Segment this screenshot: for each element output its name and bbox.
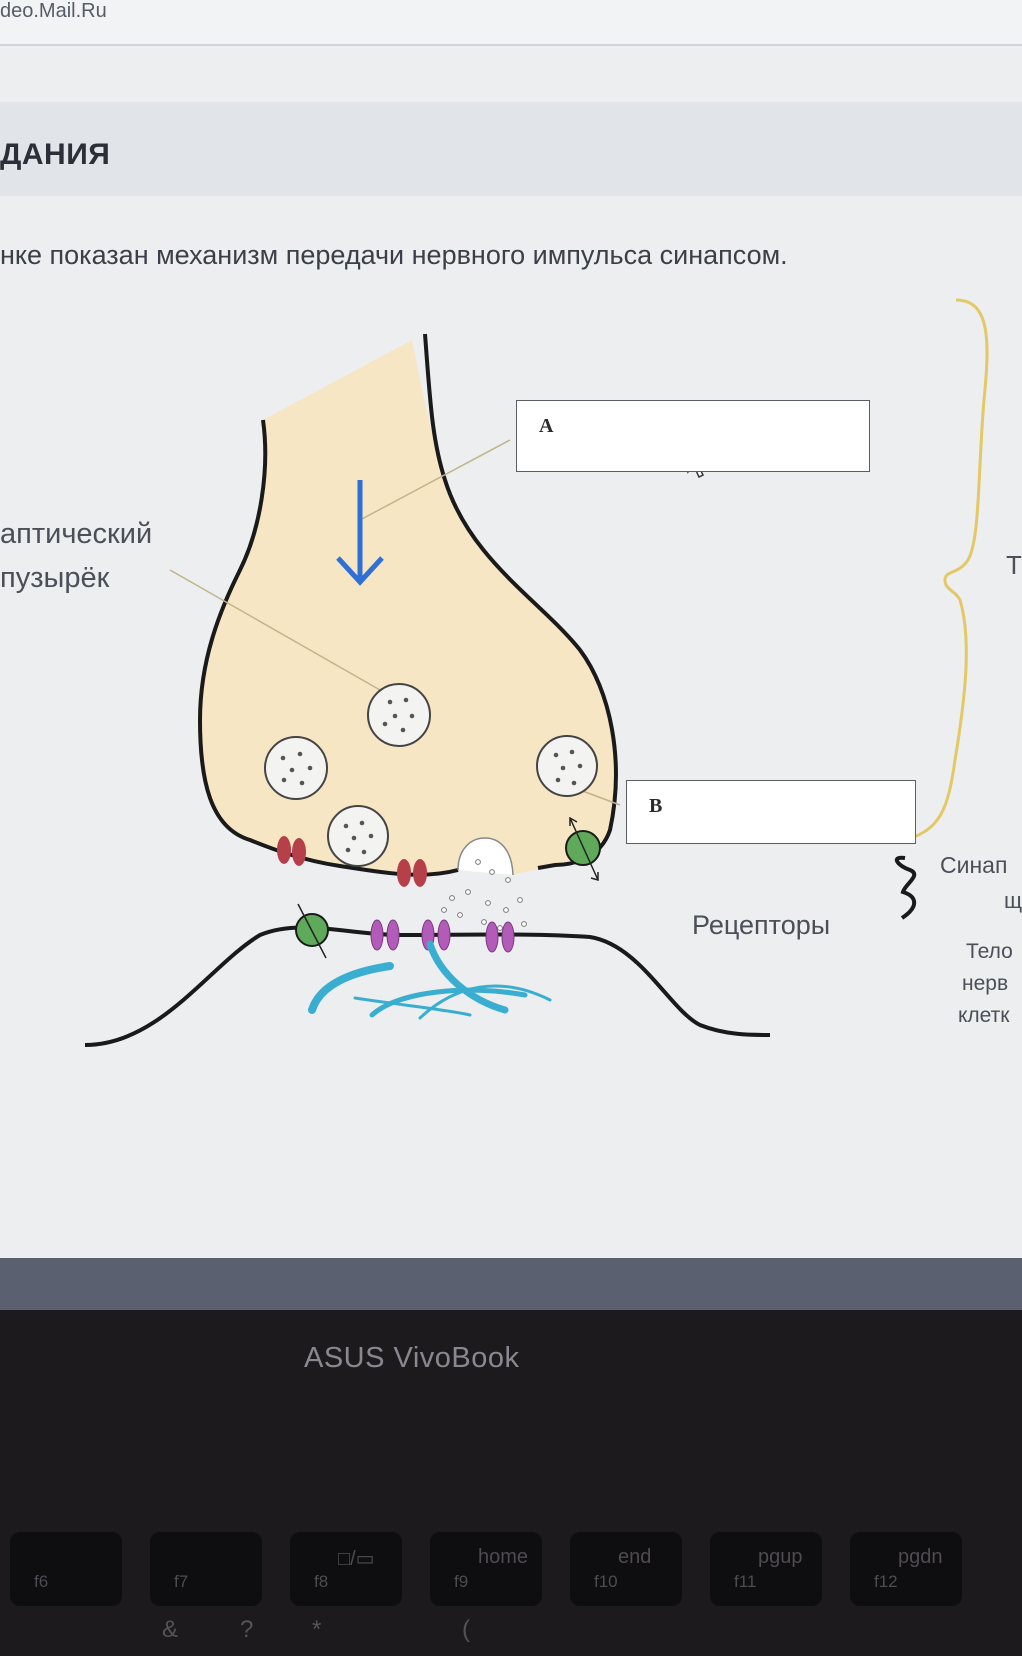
vesicle-4 bbox=[328, 806, 388, 866]
screen-bottom-bar bbox=[0, 1258, 1022, 1310]
key-fn-label: f7 bbox=[174, 1572, 188, 1592]
vesicle-3 bbox=[537, 736, 597, 796]
vesicle-1 bbox=[368, 684, 430, 746]
key-fn-label: f9 bbox=[454, 1572, 468, 1592]
key-f8: f8 □/▭ bbox=[290, 1532, 402, 1606]
key-f7: f7 bbox=[150, 1532, 262, 1606]
answer-box-a[interactable]: A bbox=[516, 400, 870, 472]
dendrite-cytoskeleton bbox=[312, 944, 550, 1018]
key-sub-label: pgdn bbox=[898, 1546, 943, 1569]
key-symbol: * bbox=[312, 1616, 321, 1644]
terminal-label: Т bbox=[1006, 550, 1022, 581]
receptor-group bbox=[371, 920, 514, 952]
box-b-label: B bbox=[649, 795, 662, 818]
key-sub-label: pgup bbox=[758, 1546, 803, 1569]
vesicle-2 bbox=[265, 737, 327, 799]
key-sub-label: □/▭ bbox=[338, 1546, 375, 1571]
key-f6: f6 bbox=[10, 1532, 122, 1606]
synapse-cleft-label-line1: Синап bbox=[940, 852, 1007, 879]
box-a-label: A bbox=[539, 415, 553, 438]
neuron-body-label-line3: клетк bbox=[958, 1004, 1009, 1028]
key-fn-label: f10 bbox=[594, 1572, 618, 1592]
vesicle-label-line2: пузырёк bbox=[0, 562, 109, 595]
key-sub-label: home bbox=[478, 1546, 528, 1569]
answer-box-b[interactable]: B bbox=[626, 780, 916, 844]
key-f9: f9 home bbox=[430, 1532, 542, 1606]
key-fn-label: f11 bbox=[734, 1572, 756, 1592]
cleft-brace bbox=[897, 858, 914, 918]
axon-bracket bbox=[905, 300, 987, 840]
key-symbol: ? bbox=[240, 1616, 253, 1644]
neuron-body-label-line1: Тело bbox=[966, 940, 1013, 964]
key-fn-label: f6 bbox=[34, 1572, 48, 1592]
synapse-cleft-label-line2: щ bbox=[1004, 888, 1022, 914]
key-symbol: ( bbox=[462, 1616, 470, 1644]
screen: deo.Mail.Ru ДАНИЯ нке показан механизм п… bbox=[0, 0, 1022, 1310]
key-sub-label: end bbox=[618, 1546, 651, 1569]
key-symbol: & bbox=[162, 1616, 178, 1644]
receptors-label: Рецепторы bbox=[692, 910, 830, 941]
synapse-diagram bbox=[0, 0, 1022, 1250]
key-fn-label: f12 bbox=[874, 1572, 898, 1592]
key-fn-label: f8 bbox=[314, 1572, 328, 1592]
neuron-body-label-line2: нерв bbox=[962, 972, 1008, 996]
vesicle-label-line1: аптический bbox=[0, 518, 152, 551]
laptop-brand: ASUS VivoBook bbox=[304, 1342, 520, 1375]
